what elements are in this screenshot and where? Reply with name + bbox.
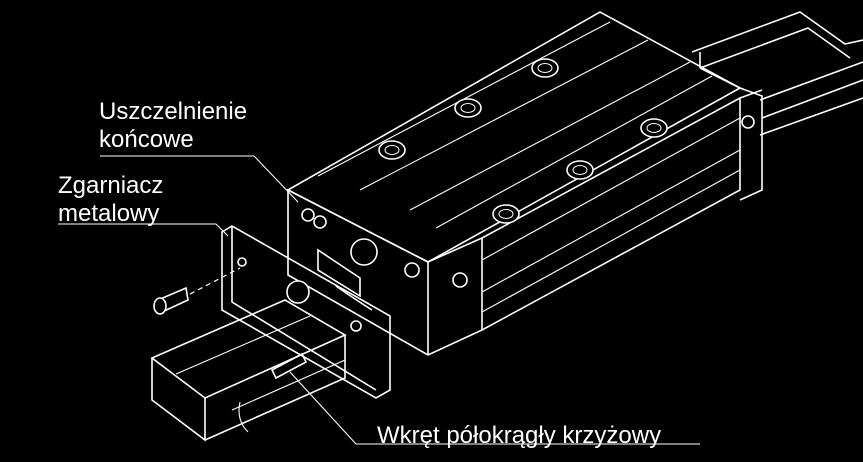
metal-scraper-label-line2: metalowy bbox=[58, 200, 160, 227]
end-seal-label-line2: końcowe bbox=[99, 126, 194, 153]
rail-back bbox=[691, 11, 863, 136]
carriage-block bbox=[286, 11, 763, 356]
screw bbox=[153, 267, 308, 380]
rail-front bbox=[150, 299, 347, 442]
metal-scraper-plate bbox=[221, 225, 391, 399]
metal-scraper-label-line1: Zgarniacz bbox=[58, 172, 164, 199]
mounting-holes bbox=[378, 58, 668, 224]
end-plate-features bbox=[301, 115, 755, 311]
leader-lines bbox=[58, 155, 700, 445]
screw-label: Wkręt półokrągły krzyżowy bbox=[377, 422, 662, 449]
end-seal-label-line1: Uszczelnienie bbox=[99, 98, 248, 125]
